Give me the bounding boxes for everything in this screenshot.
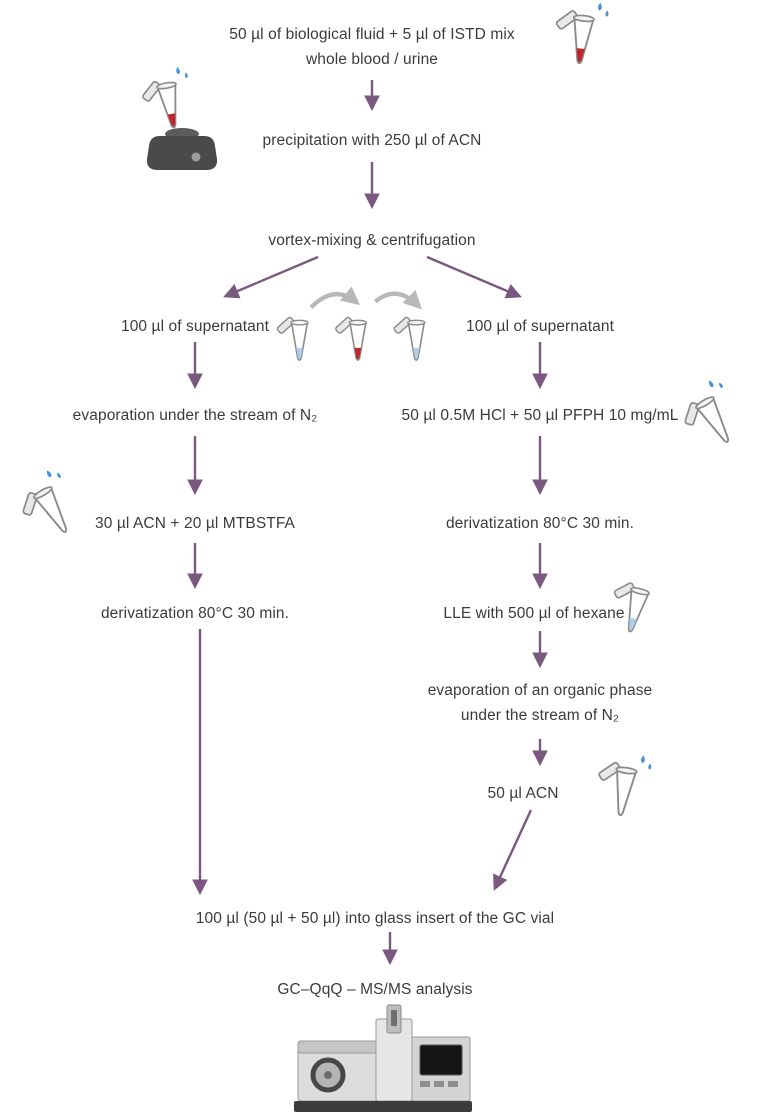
node-right-evaporation: evaporation of an organic phase under th… (428, 678, 653, 728)
acn-tube-icon (591, 755, 653, 818)
sample-tube-icon (550, 2, 610, 66)
node-right-evaporation-line2: under the stream of N₂ (460, 707, 620, 724)
supernatant-transfer-icon (275, 286, 426, 361)
node-right-lle: LLE with 500 µl of hexane (443, 605, 625, 622)
vortex-mixer-icon (138, 65, 218, 170)
node-right-acn: 50 µl ACN (487, 785, 559, 802)
node-left-acn-mtbstfa: 30 µl ACN + 20 µl MTBSTFA (95, 515, 295, 532)
node-right-hcl-pfph: 50 µl 0.5M HCl + 50 µl PFPH 10 mg/mL (401, 407, 679, 424)
gc-ms-instrument-icon (294, 1004, 472, 1112)
mtbstfa-reagent-tube-icon (14, 465, 76, 547)
node-merge: 100 µl (50 µl + 50 µl) into glass insert… (195, 910, 555, 927)
node-precipitation: precipitation with 250 µl of ACN (262, 132, 482, 149)
node-right-supernatant: 100 µl of supernatant (465, 318, 615, 335)
node-start-line2: whole blood / urine (305, 51, 439, 68)
node-final-analysis: GC–QqQ – MS/MS analysis (277, 981, 473, 998)
hexane-tube-icon (604, 577, 652, 635)
node-right-derivatization: derivatization 80°C 30 min. (445, 515, 635, 532)
node-left-derivatization: derivatization 80°C 30 min. (100, 605, 290, 622)
node-start-line1: 50 µl of biological fluid + 5 µl of ISTD… (229, 26, 515, 43)
node-left-evaporation: evaporation under the stream of N₂ (72, 407, 318, 424)
node-start: 50 µl of biological fluid + 5 µl of ISTD… (229, 22, 514, 72)
node-vortex-centrifugation: vortex-mixing & centrifugation (268, 232, 476, 249)
node-left-supernatant: 100 µl of supernatant (120, 318, 270, 335)
pfph-reagent-tube-icon (676, 375, 738, 457)
node-right-evaporation-line1: evaporation of an organic phase (427, 682, 653, 699)
